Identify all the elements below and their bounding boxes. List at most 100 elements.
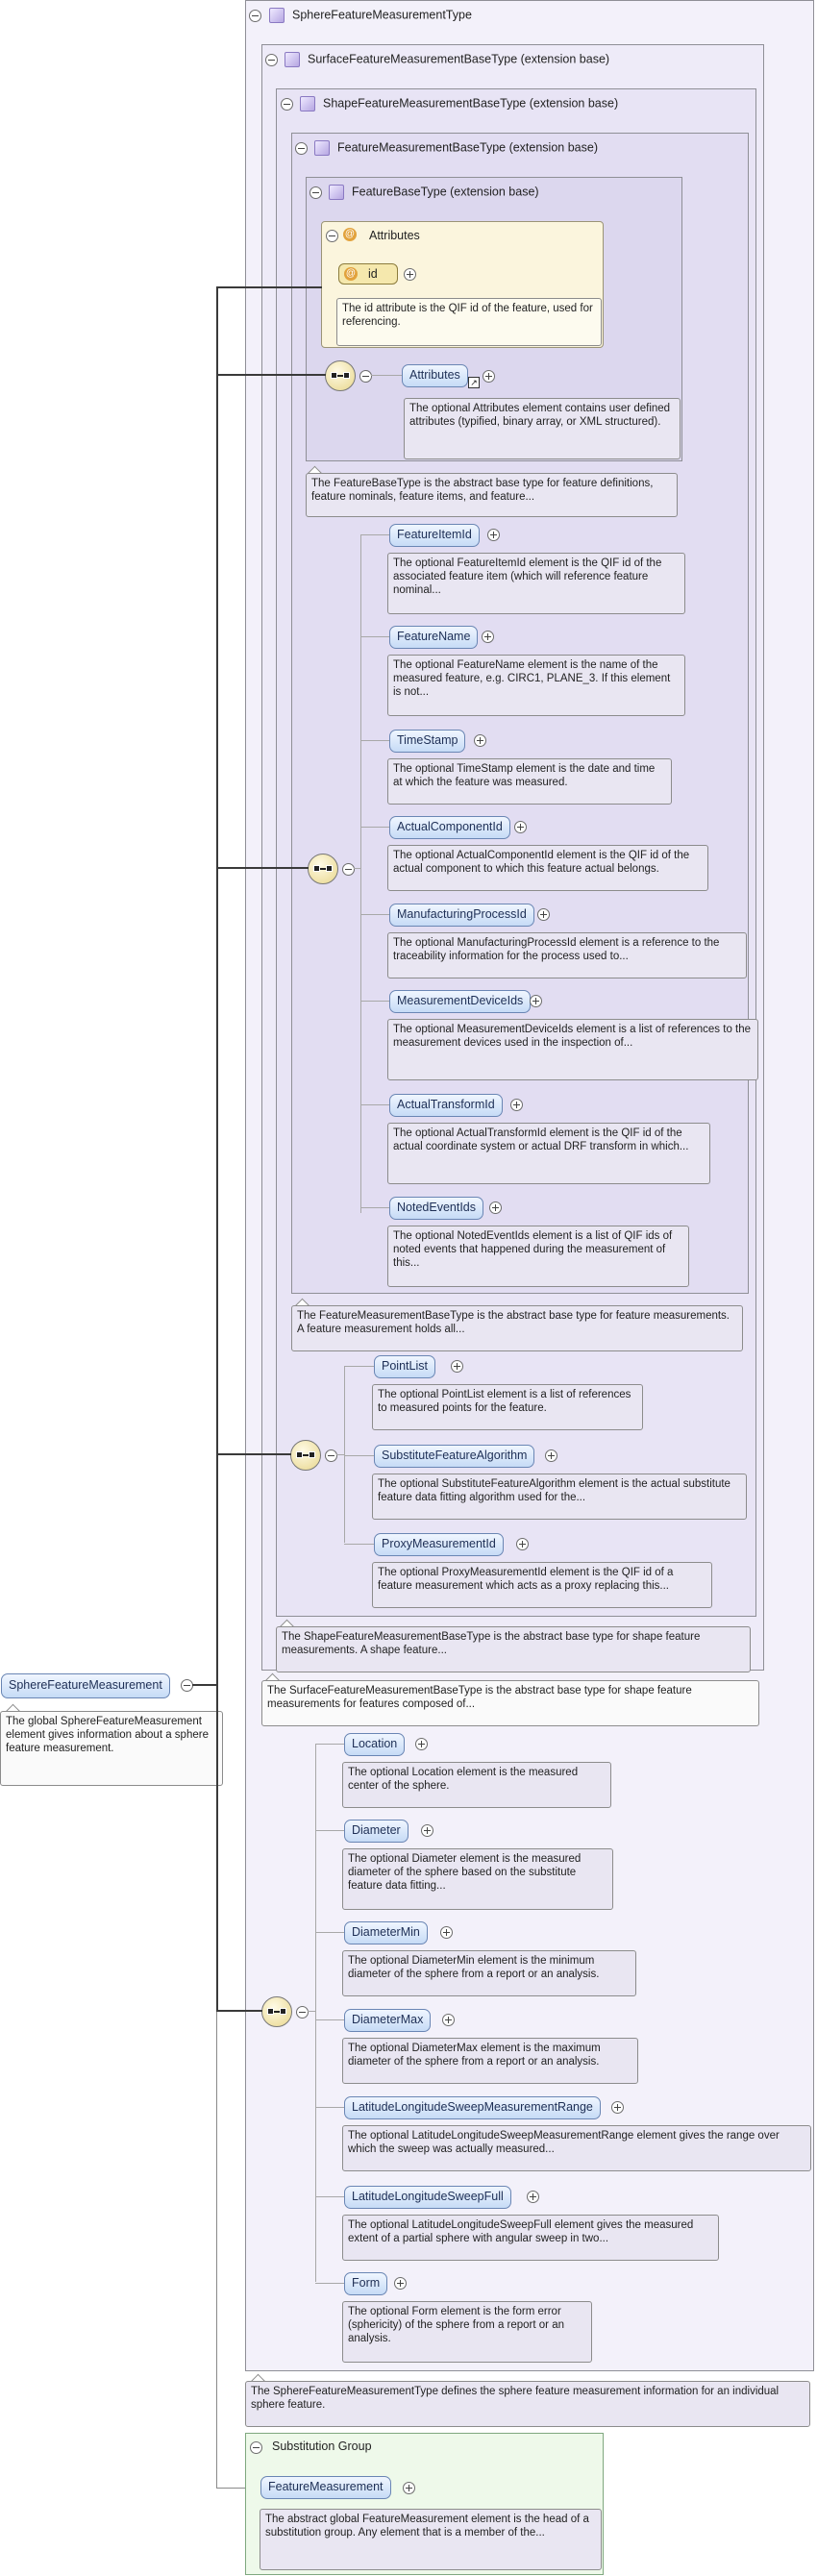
expand-icon[interactable] [514, 821, 527, 833]
attribute-id-label: id [368, 267, 378, 281]
complex-type-icon [269, 8, 285, 23]
sphere-sequence-collapse[interactable] [296, 2006, 309, 2019]
element-attributes[interactable]: Attributes [402, 364, 468, 387]
sphere-type-doc: The SphereFeatureMeasurementType defines… [245, 2381, 810, 2427]
expand-icon[interactable] [415, 1738, 428, 1750]
surface-type-collapse[interactable] [265, 54, 278, 66]
expand-icon[interactable] [487, 529, 500, 541]
measurement-type-doc: The FeatureMeasurementBaseType is the ab… [291, 1305, 743, 1351]
element-doc: The optional FeatureItemId element is th… [387, 553, 685, 614]
surface-type-header: SurfaceFeatureMeasurementBaseType (exten… [279, 52, 609, 67]
sequence-icon [325, 360, 356, 391]
attribute-icon: @ [344, 267, 358, 281]
complex-type-icon [300, 96, 315, 111]
element-latitude-longitude-sweep-measurement-range[interactable]: LatitudeLongitudeSweepMeasurementRange [344, 2096, 601, 2119]
expand-icon[interactable] [510, 1099, 523, 1111]
attributes-group-collapse[interactable] [326, 230, 338, 242]
shape-type-doc: The ShapeFeatureMeasurementBaseType is t… [276, 1626, 751, 1672]
expand-icon[interactable] [611, 2101, 624, 2114]
complex-type-icon [285, 52, 300, 67]
element-noted-event-ids[interactable]: NotedEventIds [389, 1197, 483, 1220]
attribute-id-expand[interactable] [404, 268, 416, 281]
root-element-doc: The global SphereFeatureMeasurement elem… [0, 1711, 223, 1786]
shape-sequence-collapse[interactable] [325, 1449, 337, 1462]
element-feature-measurement[interactable]: FeatureMeasurement [260, 2476, 391, 2499]
substitution-group-collapse[interactable] [250, 2441, 262, 2454]
expand-icon[interactable] [530, 995, 542, 1007]
element-point-list[interactable]: PointList [374, 1355, 435, 1378]
element-doc: The optional Form element is the form er… [342, 2301, 592, 2363]
reference-arrow-icon: ↗ [468, 377, 480, 388]
measurement-type-header: FeatureMeasurementBaseType (extension ba… [309, 140, 598, 156]
expand-icon[interactable] [545, 1449, 557, 1462]
element-location[interactable]: Location [344, 1733, 406, 1756]
attribute-id[interactable]: @ id [338, 263, 398, 285]
sphere-type-header: SphereFeatureMeasurementType [263, 8, 472, 23]
sequence-icon [308, 854, 338, 884]
expand-icon[interactable] [482, 631, 494, 643]
shape-type-header: ShapeFeatureMeasurementBaseType (extensi… [294, 96, 618, 111]
element-doc: The optional LatitudeLongitudeSweepMeasu… [342, 2125, 811, 2171]
attribute-icon: @ [343, 228, 357, 241]
expand-icon[interactable] [421, 1824, 433, 1837]
element-actual-component-id[interactable]: ActualComponentId [389, 816, 510, 839]
element-diameter-min[interactable]: DiameterMin [344, 1921, 428, 1944]
expand-icon[interactable] [527, 2191, 539, 2203]
base-type-header: FeatureBaseType (extension base) [323, 185, 539, 200]
expand-icon[interactable] [474, 734, 486, 747]
shape-type-collapse[interactable] [281, 98, 293, 111]
element-feature-measurement-expand[interactable] [403, 2482, 415, 2494]
element-doc: The optional FeatureName element is the … [387, 655, 685, 716]
element-substitute-feature-algorithm[interactable]: SubstituteFeatureAlgorithm [374, 1445, 535, 1468]
element-doc: The optional PointList element is a list… [372, 1384, 643, 1430]
expand-icon[interactable] [516, 1538, 529, 1550]
element-doc: The optional Diameter element is the mea… [342, 1848, 613, 1910]
expand-icon[interactable] [440, 1926, 453, 1939]
element-proxy-measurement-id[interactable]: ProxyMeasurementId [374, 1533, 504, 1556]
element-actual-transform-id[interactable]: ActualTransformId [389, 1094, 503, 1117]
measurement-type-collapse[interactable] [295, 142, 308, 155]
complex-type-icon [329, 185, 344, 200]
element-doc: The optional MeasurementDeviceIds elemen… [387, 1019, 758, 1080]
element-doc: The optional ProxyMeasurementId element … [372, 1562, 712, 1608]
element-attributes-expand[interactable] [483, 370, 495, 383]
sphere-type-collapse[interactable] [249, 10, 261, 22]
expand-icon[interactable] [451, 1360, 463, 1373]
element-doc: The optional NotedEventIds element is a … [387, 1226, 689, 1287]
base-type-doc: The FeatureBaseType is the abstract base… [306, 473, 678, 517]
element-feature-item-id[interactable]: FeatureItemId [389, 524, 480, 547]
attribute-id-doc: The id attribute is the QIF id of the fe… [336, 298, 602, 346]
root-element-sphere-feature-measurement[interactable]: SphereFeatureMeasurement [1, 1673, 170, 1698]
element-latitude-longitude-sweep-full[interactable]: LatitudeLongitudeSweepFull [344, 2186, 511, 2209]
element-doc: The optional DiameterMax element is the … [342, 2038, 638, 2084]
expand-icon[interactable] [537, 908, 550, 921]
element-measurement-device-ids[interactable]: MeasurementDeviceIds [389, 990, 532, 1013]
surface-type-doc: The SurfaceFeatureMeasurementBaseType is… [261, 1680, 759, 1726]
element-feature-measurement-doc: The abstract global FeatureMeasurement e… [260, 2509, 602, 2570]
substitution-group-title: Substitution Group [272, 2440, 372, 2453]
element-doc: The optional ManufacturingProcessId elem… [387, 932, 747, 978]
element-manufacturing-process-id[interactable]: ManufacturingProcessId [389, 904, 534, 927]
expand-icon[interactable] [489, 1201, 502, 1214]
element-doc: The optional DiameterMin element is the … [342, 1950, 636, 1996]
element-time-stamp[interactable]: TimeStamp [389, 730, 466, 753]
element-doc: The optional ActualTransformId element i… [387, 1123, 710, 1184]
base-type-collapse[interactable] [309, 186, 322, 199]
element-doc: The optional TimeStamp element is the da… [387, 758, 672, 805]
element-diameter-max[interactable]: DiameterMax [344, 2009, 432, 2032]
base-sequence-collapse[interactable] [359, 370, 372, 383]
measurement-sequence-collapse[interactable] [342, 863, 355, 876]
element-feature-name[interactable]: FeatureName [389, 626, 479, 649]
element-diameter[interactable]: Diameter [344, 1820, 408, 1843]
attributes-group-title: Attributes [369, 229, 420, 242]
element-doc: The optional Location element is the mea… [342, 1762, 611, 1808]
sequence-icon [290, 1440, 321, 1471]
element-doc: The optional SubstituteFeatureAlgorithm … [372, 1474, 747, 1520]
expand-icon[interactable] [442, 2014, 455, 2026]
element-attributes-doc: The optional Attributes element contains… [404, 398, 681, 459]
element-form[interactable]: Form [344, 2272, 388, 2295]
complex-type-icon [314, 140, 330, 156]
sequence-icon [261, 1996, 292, 2027]
element-doc: The optional LatitudeLongitudeSweepFull … [342, 2215, 719, 2261]
expand-icon[interactable] [394, 2277, 407, 2290]
